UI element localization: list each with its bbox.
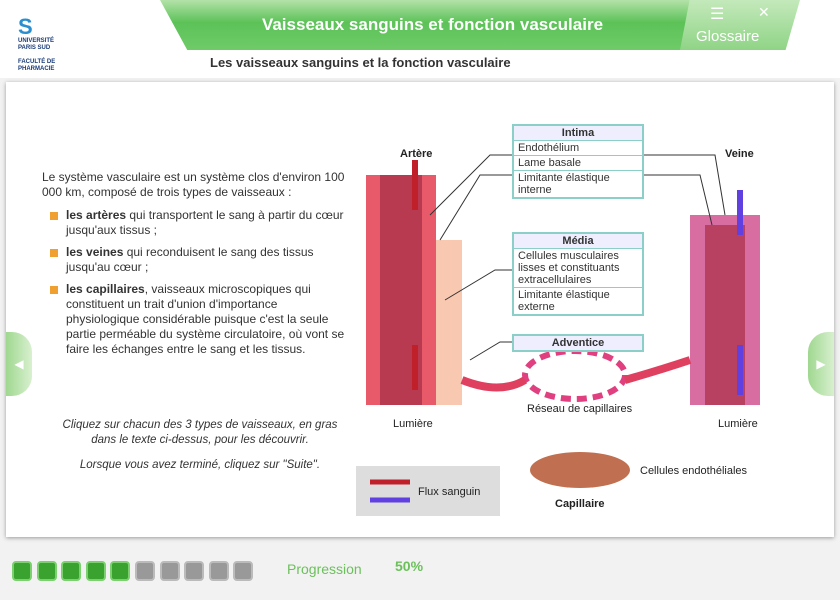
arteres-link[interactable]: les artères xyxy=(66,208,127,222)
progress-step[interactable] xyxy=(159,561,180,581)
progress-step[interactable] xyxy=(12,561,32,581)
glossary-button[interactable]: Glossaire xyxy=(696,28,760,45)
progress-step[interactable] xyxy=(233,561,254,581)
list-item: les capillaires, vaisseaux microscopique… xyxy=(42,282,352,357)
item-text: qui transportent le sang à partir du cœu… xyxy=(66,208,344,237)
page-title: Vaisseaux sanguins et fonction vasculair… xyxy=(160,0,705,50)
legend-label: Flux sanguin xyxy=(418,486,481,498)
item-text: qui reconduisent le sang des tissus jusq… xyxy=(66,245,314,274)
legend: Flux sanguin xyxy=(356,466,500,516)
adventice-title: Adventice xyxy=(514,336,642,350)
lumiere-label: Lumière xyxy=(393,418,433,430)
header-buttons: ☰ ✕ Glossaire xyxy=(680,0,800,50)
progress-step[interactable] xyxy=(36,561,57,581)
list-item: les veines qui reconduisent le sang des … xyxy=(42,245,352,275)
progress-step[interactable] xyxy=(61,561,82,581)
progress-step[interactable] xyxy=(135,561,155,581)
intima-title: Intima xyxy=(514,126,642,140)
adventice-box: Adventice xyxy=(512,334,644,352)
capillaires-link[interactable]: les capillaires xyxy=(66,282,145,296)
media-title: Média xyxy=(514,234,642,248)
capillary-network[interactable] xyxy=(522,348,628,402)
artere-label: Artère xyxy=(400,148,433,160)
intro-text: Le système vasculaire est un système clo… xyxy=(42,170,352,364)
close-icon[interactable]: ✕ xyxy=(758,4,770,20)
next-button[interactable]: ▶ xyxy=(808,332,834,396)
box-item: Lame basale xyxy=(514,155,642,170)
progress-step[interactable] xyxy=(208,561,229,581)
capillary-section[interactable] xyxy=(530,452,630,488)
progress-step[interactable] xyxy=(85,561,106,581)
reseau-label: Réseau de capillaires xyxy=(527,403,633,415)
cellules-label: Cellules endothéliales xyxy=(640,465,748,477)
box-item: Cellules musculaires lisses et constitua… xyxy=(514,248,642,287)
box-item: Limitante élastique externe xyxy=(514,287,642,314)
veines-link[interactable]: les veines xyxy=(66,245,124,259)
progress-value: 50% xyxy=(395,558,424,574)
subtitle: Les vaisseaux sanguins et la fonction va… xyxy=(210,55,511,70)
box-item: Endothélium xyxy=(514,140,642,155)
instructions: Cliquez sur chacun des 3 types de vaisse… xyxy=(60,418,340,473)
instruction-2: Lorsque vous avez terminé, cliquez sur "… xyxy=(79,459,321,471)
intro-paragraph: Le système vasculaire est un système clo… xyxy=(42,170,345,199)
list-item: les artères qui transportent le sang à p… xyxy=(42,208,352,238)
veine-label: Veine xyxy=(725,148,754,160)
progress-label: Progression xyxy=(287,561,362,577)
progress-footer: Progression 50% xyxy=(0,545,840,600)
list-icon[interactable]: ☰ xyxy=(710,6,725,23)
intima-box: Intima Endothélium Lame basale Limitante… xyxy=(512,124,644,199)
previous-button[interactable]: ◀ xyxy=(6,332,32,396)
instruction-1: Cliquez sur chacun des 3 types de vaisse… xyxy=(62,419,338,446)
media-box: Média Cellules musculaires lisses et con… xyxy=(512,232,644,316)
lumiere-label: Lumière xyxy=(718,418,758,430)
capillaire-label: Capillaire xyxy=(555,498,605,510)
item-text: , vaisseaux microscopiques qui constitue… xyxy=(66,282,345,356)
box-item: Limitante élastique interne xyxy=(514,170,642,197)
progress-step[interactable] xyxy=(184,561,205,581)
progress-step[interactable] xyxy=(110,561,131,581)
